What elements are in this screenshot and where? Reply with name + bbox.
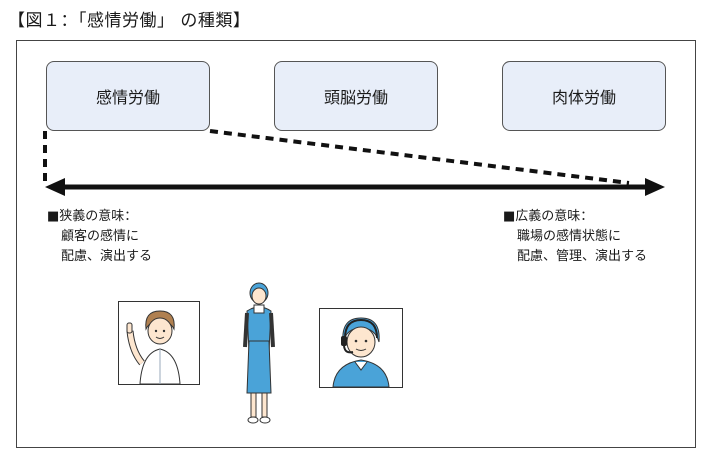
broad-meaning-line2: 配慮、管理、演出する bbox=[517, 249, 648, 264]
call-center-operator-illustration bbox=[319, 308, 403, 388]
nurse-illustration bbox=[118, 301, 200, 385]
narrow-meaning-heading: ■狭義の意味： bbox=[47, 209, 138, 224]
diagram-frame: 感情労働 頭脳労働 肉体労働 ■狭義の意味： 顧客の感情に 配慮、演出する ■広… bbox=[16, 40, 696, 448]
broad-meaning-heading: ■広義の意味： bbox=[503, 209, 594, 224]
mental-labor-box: 頭脳労働 bbox=[274, 61, 438, 131]
narrow-meaning-note: ■狭義の意味： 顧客の感情に 配慮、演出する bbox=[47, 207, 152, 267]
broad-meaning-line1: 職場の感情状態に bbox=[517, 229, 622, 244]
figure-title: 【図１：「感情労働」 の種類】 bbox=[8, 11, 251, 31]
physical-labor-box: 肉体労働 bbox=[502, 61, 666, 131]
receptionist-illustration bbox=[243, 282, 275, 424]
emotional-labor-box: 感情労働 bbox=[46, 61, 210, 131]
arrow-head-left-icon bbox=[45, 178, 65, 196]
broad-meaning-note: ■広義の意味： 職場の感情状態に 配慮、管理、演出する bbox=[503, 207, 647, 267]
narrow-meaning-line1: 顧客の感情に bbox=[61, 229, 140, 244]
arrow-head-right-icon bbox=[645, 178, 665, 196]
scope-lines bbox=[43, 129, 665, 196]
broad-scope-dashed-line bbox=[209, 129, 630, 185]
narrow-meaning-line2: 配慮、演出する bbox=[61, 249, 153, 264]
